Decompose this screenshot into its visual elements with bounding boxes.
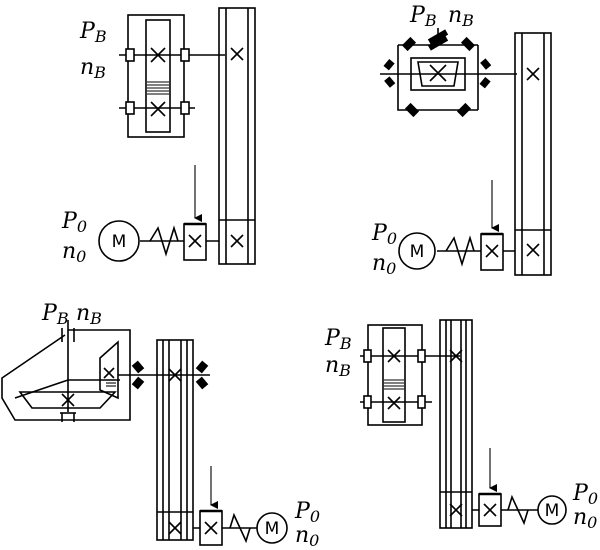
motor-label: M (112, 232, 127, 252)
label-p-out: PB (409, 3, 437, 30)
elastic-clutch (507, 494, 529, 526)
pulley-cross-icon (449, 503, 463, 517)
scheme-1: M PB nB P0 n0 (61, 7, 256, 266)
motor-label: M (265, 519, 280, 539)
elastic-clutch (229, 512, 251, 544)
pulley-cross-icon (168, 368, 182, 382)
gear-cross-icon (103, 367, 115, 379)
label-n-out: nB (80, 55, 106, 82)
label-p-in: P0 (572, 481, 598, 508)
gear-mesh-hatch (106, 379, 116, 387)
planet-carrier-frame (397, 45, 478, 111)
bearing (125, 48, 135, 62)
gear-cross-icon (61, 393, 75, 407)
label-n-in: n0 (295, 523, 319, 550)
gear-pair (382, 327, 406, 423)
scheme-3: M PB nB P0 n0 (1, 301, 320, 550)
bevel-gear-frame (1, 329, 131, 421)
elastic-clutch (445, 235, 475, 267)
motor-label: M (545, 501, 560, 521)
bearing (417, 395, 426, 409)
motor (256, 512, 288, 544)
elastic-clutch (149, 225, 179, 257)
label-p-in: P0 (371, 221, 397, 248)
motor-label: M (410, 242, 425, 262)
belt-drive (514, 32, 552, 276)
bearing-hatch (383, 29, 492, 118)
scheme-2: M PB nB P0 n0 (371, 3, 552, 278)
label-p-out: PB (41, 301, 69, 328)
label-p-out: PB (79, 19, 107, 46)
motor (98, 220, 140, 262)
pulley-cross-icon (526, 243, 540, 257)
gear-cross-icon (429, 64, 447, 82)
bearing-hatch (131, 360, 209, 390)
belt-drive (439, 319, 473, 529)
gearbox-housing (127, 14, 185, 138)
label-p-out: PB (324, 326, 352, 353)
bevel-gear-horizontal (18, 391, 117, 409)
motor (398, 232, 436, 270)
scheme-4: M PB nB P0 n0 (324, 319, 598, 532)
bearing (363, 395, 372, 409)
bearing (180, 48, 190, 62)
label-n-in: n0 (372, 251, 396, 278)
label-n-out: nB (448, 3, 474, 30)
bearing (125, 101, 135, 115)
pulley-cross-icon (526, 67, 540, 81)
label-p-in: P0 (61, 209, 87, 236)
bevel-gear-vertical (99, 340, 119, 400)
coupling-cross-icon (483, 503, 497, 517)
gear-cross-icon (150, 101, 166, 117)
gear-pair (145, 19, 171, 133)
label-n-in: n0 (573, 505, 597, 532)
coupling-cross-icon (204, 521, 218, 535)
motor (537, 495, 567, 525)
coupling-cross-icon (188, 234, 202, 248)
gear-mesh-hatch (384, 379, 404, 390)
pulley-cross-icon (230, 47, 244, 61)
label-n-out: nB (76, 301, 102, 328)
belt-drive (218, 7, 256, 265)
bearing (417, 349, 426, 363)
pulley-cross-icon (168, 521, 182, 535)
coupling-cross-icon (485, 244, 499, 258)
label-n-out: nB (325, 353, 351, 380)
label-p-in: P0 (294, 499, 320, 526)
pulley-cross-icon (230, 234, 244, 248)
gearbox-housing (367, 324, 423, 426)
belt-drive (156, 339, 194, 541)
label-n-in: n0 (62, 239, 86, 266)
bearing (363, 349, 372, 363)
gear-mesh-hatch (147, 81, 169, 95)
gear-cross-icon (387, 396, 401, 410)
pulley-cross-icon (449, 349, 463, 363)
bearing (180, 101, 190, 115)
